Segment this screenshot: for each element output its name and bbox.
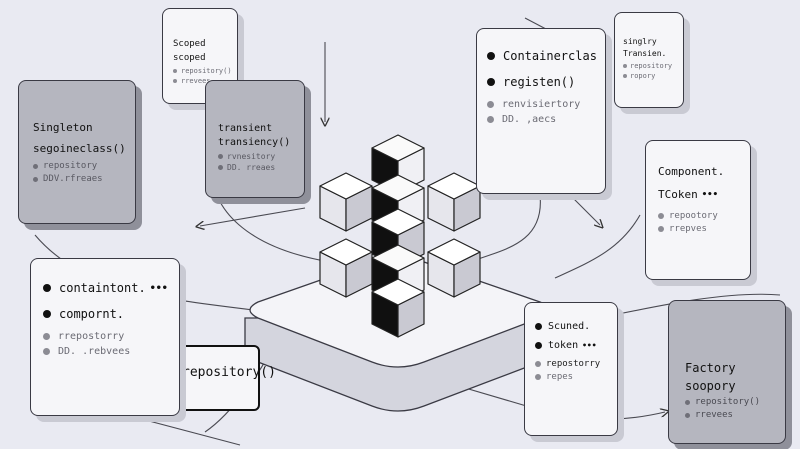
singleton-transient-title: singlry [623, 37, 657, 46]
bullet-icon [535, 361, 541, 367]
cube-top-face [319, 172, 373, 200]
repository-pill-label: repository() [182, 365, 276, 380]
singleton-card-sub1: repository [43, 161, 98, 171]
bullet-icon [173, 69, 177, 73]
bullet-icon [658, 226, 664, 232]
component-card-line1: Component. [658, 165, 725, 178]
container-left-sub2: DD. .rebvees [58, 346, 131, 357]
cube-top-face [371, 244, 425, 272]
transient-card-title: transient [218, 123, 273, 134]
transient-card-method: transiency() [218, 137, 291, 148]
cube-top-face [371, 174, 425, 202]
component-card-sub2: rrepves [669, 224, 707, 234]
cube-9 [371, 278, 425, 338]
container-left-sub1: rrepostorry [58, 331, 125, 342]
factory-card-sub2: rrevees [695, 410, 733, 420]
singleton-transient-card: singlry Transien. repository ropory [614, 12, 684, 108]
bullet-icon [623, 64, 627, 68]
factory-card-method: soopory [685, 379, 736, 393]
factory-card-title: Factory [685, 361, 736, 375]
cube-top-face [371, 208, 425, 236]
bullet-icon [487, 101, 494, 108]
component-card-sub1: repootory [669, 211, 718, 221]
cube-2 [319, 172, 373, 232]
repository-pill: repository() [172, 345, 276, 411]
singleton-card: Singleton segoineclass() repository DDV.… [18, 80, 136, 224]
cube-top-face [371, 278, 425, 306]
transient-card-sub1: rvnesitory [227, 152, 276, 161]
bullet-icon [43, 310, 51, 318]
scoped-card-sub2: rrevees [181, 77, 211, 85]
bullet-icon [658, 213, 664, 219]
cube-top-face [427, 172, 481, 200]
cube-top-face [371, 134, 425, 162]
cube-cluster [319, 134, 481, 338]
bullet-icon [43, 348, 50, 355]
cube-top-face [427, 238, 481, 266]
transient-card: transient transiency() rvnesitory DD. rr… [205, 80, 305, 198]
singleton-transient-title2: Transien. [623, 49, 667, 58]
bullet-icon [487, 116, 494, 123]
cube-5 [371, 208, 425, 268]
factory-card-sub1: repository() [695, 397, 761, 407]
bullet-icon [33, 176, 38, 182]
container-left-card: containtont. ••• compornt. rrepostorry D… [30, 258, 180, 416]
bullet-icon [33, 163, 38, 169]
bullet-icon [43, 333, 50, 340]
container-class-sub1: renvisiertory [502, 99, 581, 110]
bullet-icon [535, 374, 541, 380]
scoped-bottom-sub2: repes [546, 372, 574, 382]
bullet-icon [173, 79, 177, 83]
more-dots-icon: ••• [701, 189, 719, 200]
bullet-icon [487, 52, 495, 60]
container-left-line2: compornt. [59, 307, 125, 321]
bullet-icon [487, 78, 495, 86]
scoped-card-sub1: repository() [181, 67, 232, 75]
cube-7 [427, 238, 481, 298]
scoped-card-title: Scoped [173, 39, 206, 49]
bullet-icon [685, 399, 690, 405]
container-class-line2: registen() [503, 75, 576, 89]
scoped-card-method: scoped [173, 53, 206, 63]
cube-6 [319, 238, 373, 298]
singleton-card-method: segoineclass() [33, 142, 126, 155]
bullet-icon [535, 342, 542, 349]
bullet-icon [43, 284, 51, 292]
singleton-transient-sub2: ropory [630, 72, 656, 80]
bullet-icon [218, 165, 223, 170]
scoped-bottom-line2: token [548, 340, 579, 351]
scoped-bottom-line1: Scuned. [548, 321, 591, 332]
container-left-line1: containtont. [59, 281, 146, 295]
factory-card: Factory soopory repository() rrevees [668, 300, 786, 444]
more-dots-icon: ••• [149, 282, 168, 294]
bullet-icon [218, 154, 223, 159]
container-class-line1: Containerclas [503, 49, 597, 63]
cube-top-face [319, 238, 373, 266]
more-dots-icon: ••• [582, 341, 597, 350]
scoped-card-bottom: Scuned. token ••• repostorry repes [524, 302, 618, 436]
container-class-card: Containerclas registen() renvisiertory D… [476, 28, 606, 194]
transient-card-sub2: DD. rreaes [227, 163, 276, 172]
component-card: Component. TCoken ••• repootory rrepves [645, 140, 751, 280]
bullet-icon [623, 74, 627, 78]
singleton-transient-sub1: repository [630, 62, 673, 70]
scoped-bottom-sub1: repostorry [546, 359, 601, 369]
bullet-icon [685, 412, 690, 418]
bullet-icon [535, 323, 542, 330]
singleton-card-sub2: DDV.rfreaes [43, 174, 103, 184]
cube-3 [427, 172, 481, 232]
container-class-sub2: DD. ,aecs [502, 114, 557, 125]
singleton-card-title: Singleton [33, 121, 93, 134]
component-card-line2: TCoken [658, 188, 698, 201]
